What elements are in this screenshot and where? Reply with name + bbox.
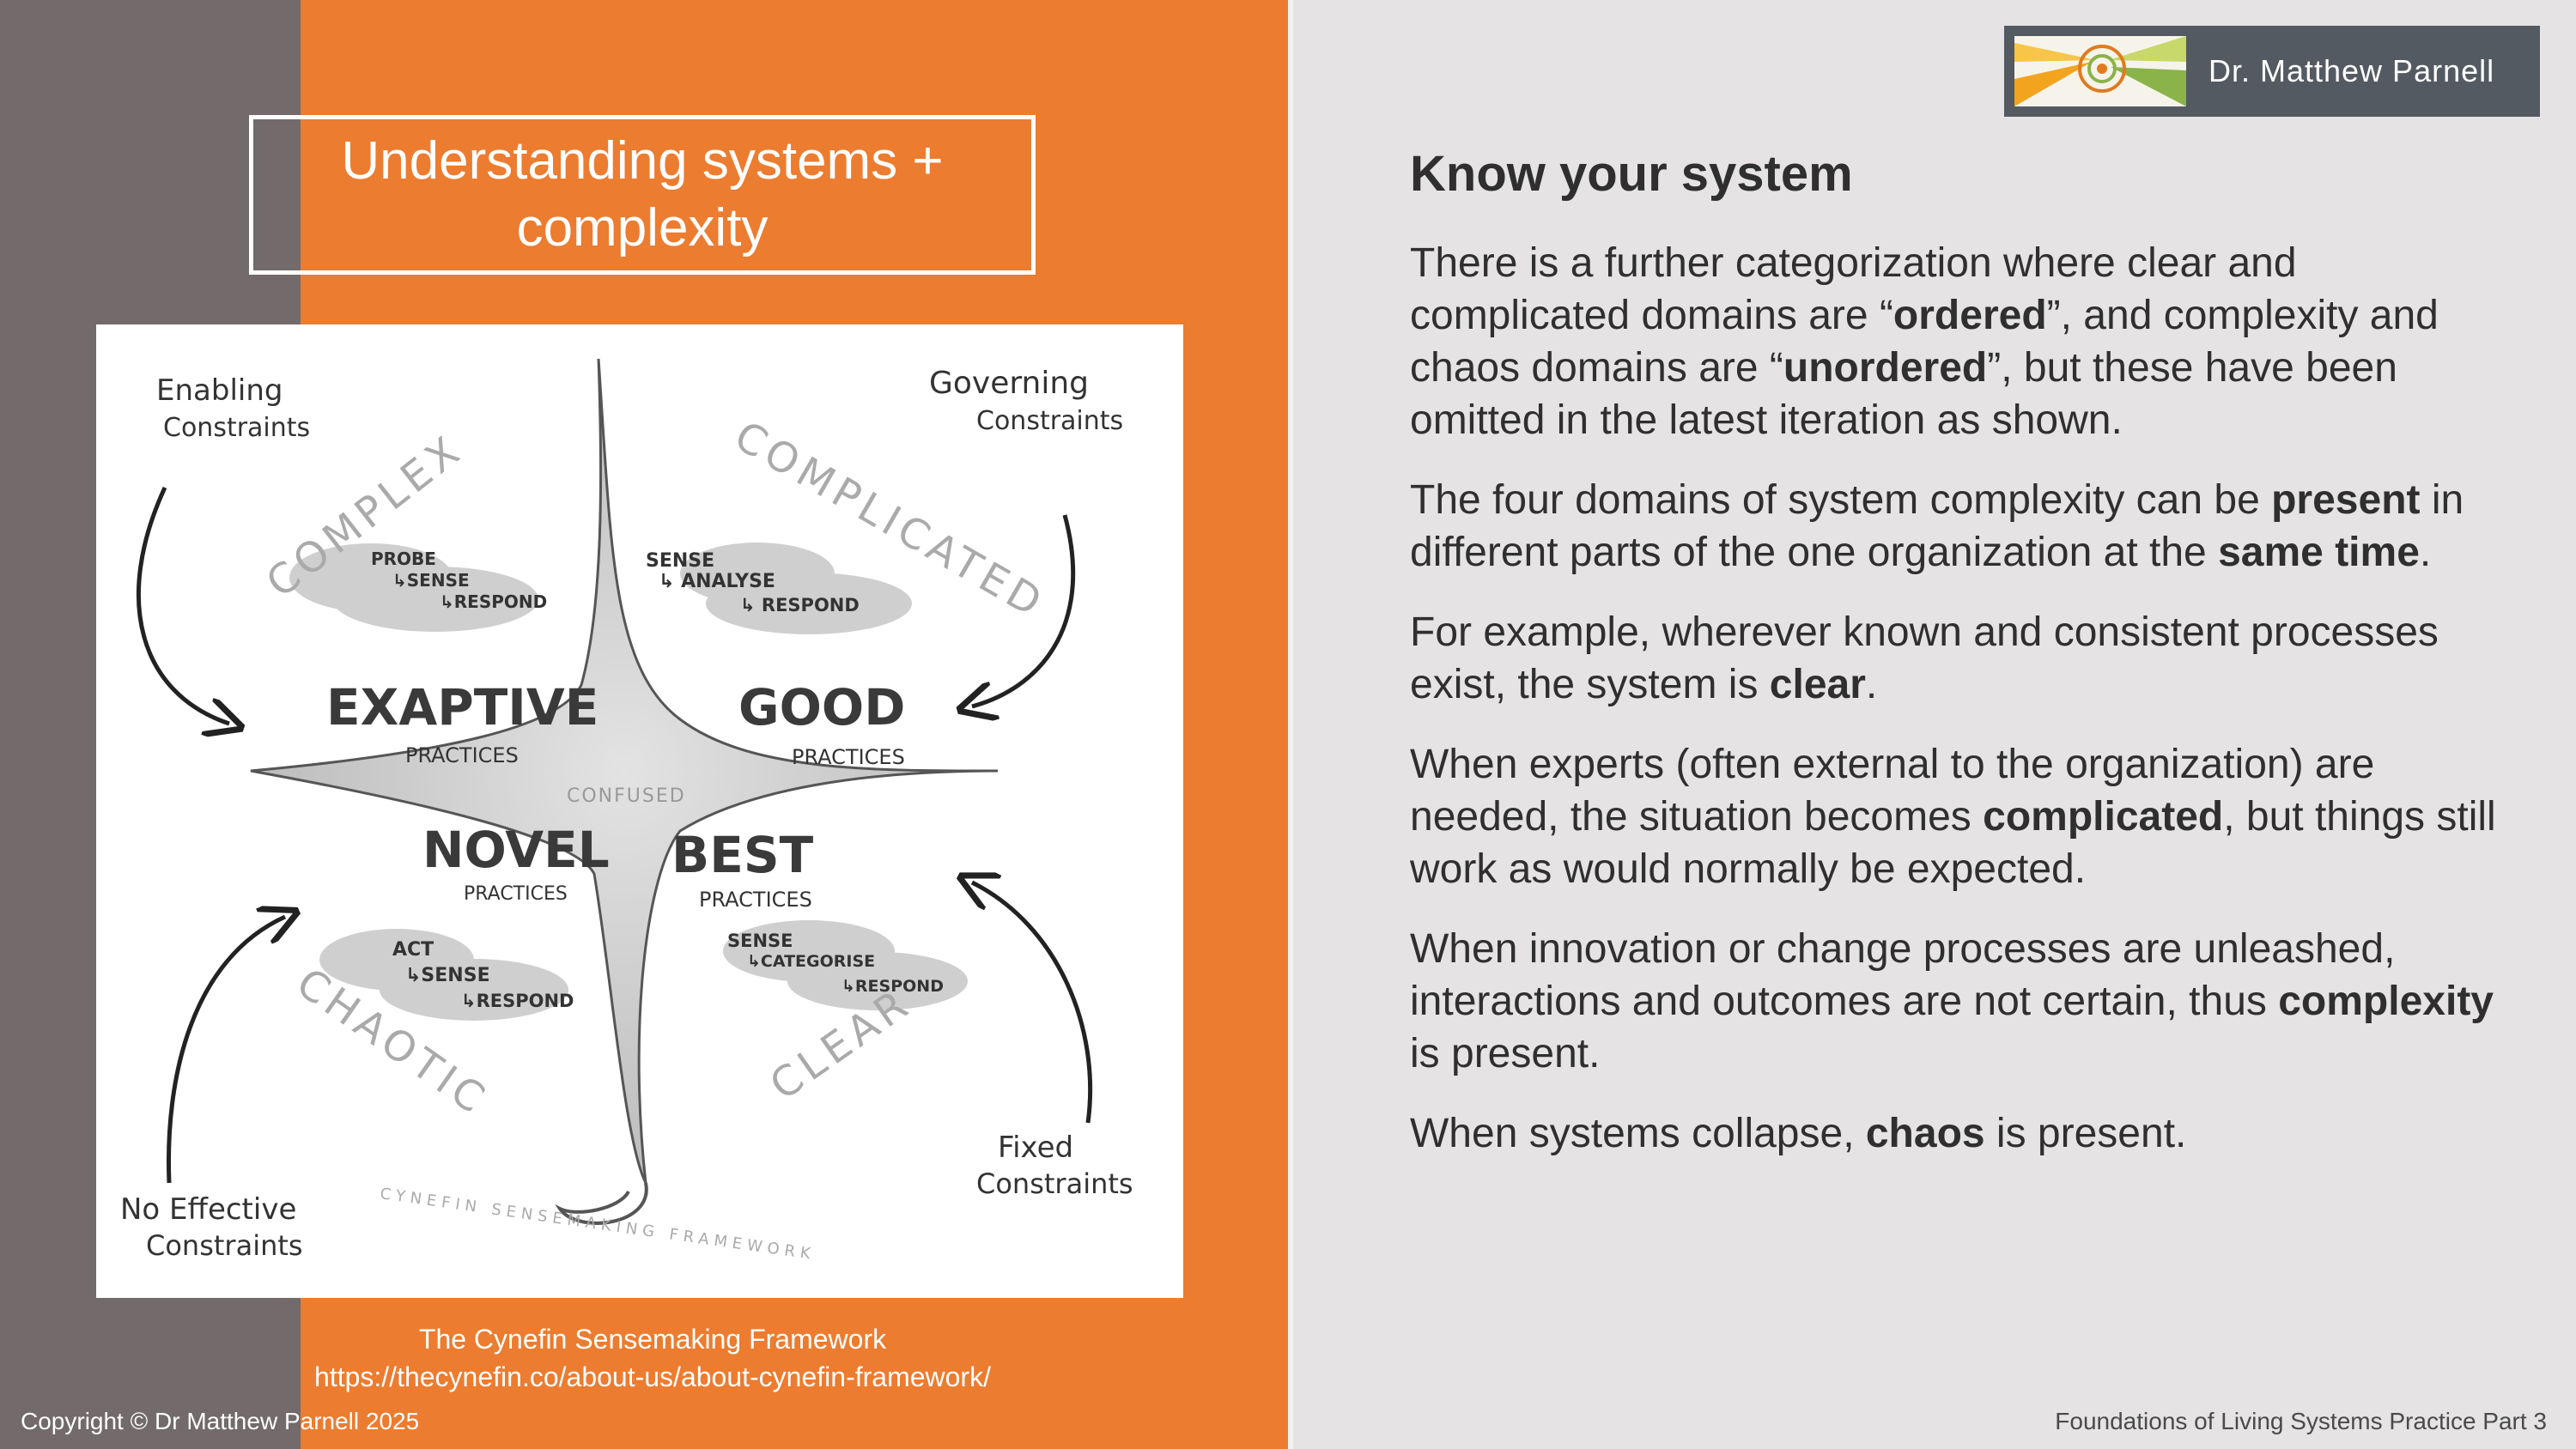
paragraph-clear: For example, wherever known and consiste… xyxy=(1410,606,2518,711)
confused-area xyxy=(251,359,998,1183)
no-effective-label-2: Constraints xyxy=(146,1229,303,1262)
paragraph-complexity: When innovation or change processes are … xyxy=(1410,923,2518,1080)
paragraph-present: The four domains of system complexity ca… xyxy=(1410,474,2518,579)
enabling-arrow xyxy=(138,488,229,724)
copyright-text: Copyright © Dr Matthew Parnell 2025 xyxy=(21,1408,419,1435)
emphasis-text: same time xyxy=(2218,530,2420,575)
practice-exaptive: EXAPTIVE xyxy=(326,678,598,737)
body-text: . xyxy=(2420,530,2431,575)
act-line-1: ACT xyxy=(392,939,434,961)
emphasis-text: present xyxy=(2271,477,2420,523)
probe-line-3: ↳RESPOND xyxy=(440,591,547,612)
act-line-3: ↳RESPOND xyxy=(461,991,574,1011)
practice-good: GOOD xyxy=(738,678,905,737)
emphasis-text: unordered xyxy=(1783,345,1987,391)
paragraph-complicated: When experts (often external to the orga… xyxy=(1410,738,2518,895)
body-text: . xyxy=(1866,662,1877,707)
sense-categorise-line-1: SENSE xyxy=(727,931,793,951)
emphasis-text: complicated xyxy=(1983,794,2223,840)
emphasis-text: clear xyxy=(1770,662,1866,707)
practice-novel: NOVEL xyxy=(422,821,610,879)
fixed-label-1: Fixed xyxy=(998,1131,1073,1165)
sense-categorise-line-2: ↳CATEGORISE xyxy=(747,952,875,971)
practice-novel-sub: PRACTICES xyxy=(464,883,568,905)
practice-exaptive-sub: PRACTICES xyxy=(405,743,519,767)
practice-best: BEST xyxy=(671,826,814,884)
logo-name: Dr. Matthew Parnell xyxy=(2208,53,2494,89)
practice-best-sub: PRACTICES xyxy=(699,888,812,912)
enabling-label-2: Constraints xyxy=(163,413,310,443)
emphasis-text: ordered xyxy=(1893,293,2047,338)
governing-label-1: Governing xyxy=(929,366,1089,401)
paragraph-ordered: There is a further categorization where … xyxy=(1410,237,2518,446)
author-logo: Dr. Matthew Parnell xyxy=(2004,26,2540,117)
sense-categorise-line-3: ↳RESPOND xyxy=(841,977,944,996)
body-text: When systems collapse, xyxy=(1410,1111,1866,1156)
probe-line-1: PROBE xyxy=(371,549,436,569)
practice-good-sub: PRACTICES xyxy=(792,745,905,769)
body-text: is present. xyxy=(1985,1111,2187,1156)
body-text: The four domains of system complexity ca… xyxy=(1410,477,2271,523)
caption-link[interactable]: https://thecynefin.co/about-us/about-cyn… xyxy=(258,1358,1048,1396)
sense-analyse-line-1: SENSE xyxy=(646,550,714,572)
content-heading: Know your system xyxy=(1410,144,2518,204)
cynefin-diagram: Enabling Constraints Governing Constrain… xyxy=(96,324,1183,1298)
sense-analyse-line-2: ↳ ANALYSE xyxy=(659,571,775,592)
caption-title: The Cynefin Sensemaking Framework xyxy=(258,1320,1048,1358)
footer-text: Foundations of Living Systems Practice P… xyxy=(2055,1408,2547,1435)
probe-line-2: ↳SENSE xyxy=(392,570,470,591)
emphasis-text: complexity xyxy=(2278,979,2494,1024)
fixed-arrow xyxy=(972,882,1091,1123)
sense-analyse-line-3: ↳ RESPOND xyxy=(740,595,860,615)
act-line-2: ↳SENSE xyxy=(405,965,490,986)
body-text: For example, wherever known and consiste… xyxy=(1410,609,2439,707)
enabling-label-1: Enabling xyxy=(156,373,283,408)
confused-label: CONFUSED xyxy=(567,785,686,807)
framework-label: CYNEFIN SENSEMAKING FRAMEWORK xyxy=(379,1185,817,1264)
spiral-logo-icon xyxy=(2014,36,2186,106)
body-text: is present. xyxy=(1410,1031,1600,1076)
governing-label-2: Constraints xyxy=(976,406,1123,436)
no-effective-arrow xyxy=(168,917,285,1183)
panel-divider xyxy=(1288,0,1293,1449)
content-area: Know your system There is a further cate… xyxy=(1410,144,2518,1187)
slide-title: Understanding systems + complexity xyxy=(249,115,1036,275)
no-effective-label-1: No Effective xyxy=(120,1192,296,1227)
fixed-label-2: Constraints xyxy=(976,1167,1133,1200)
body-text: When innovation or change processes are … xyxy=(1410,926,2395,1024)
paragraph-chaos: When systems collapse, chaos is present. xyxy=(1410,1107,2518,1160)
diagram-caption: The Cynefin Sensemaking Framework https:… xyxy=(258,1320,1048,1396)
emphasis-text: chaos xyxy=(1866,1111,1985,1156)
